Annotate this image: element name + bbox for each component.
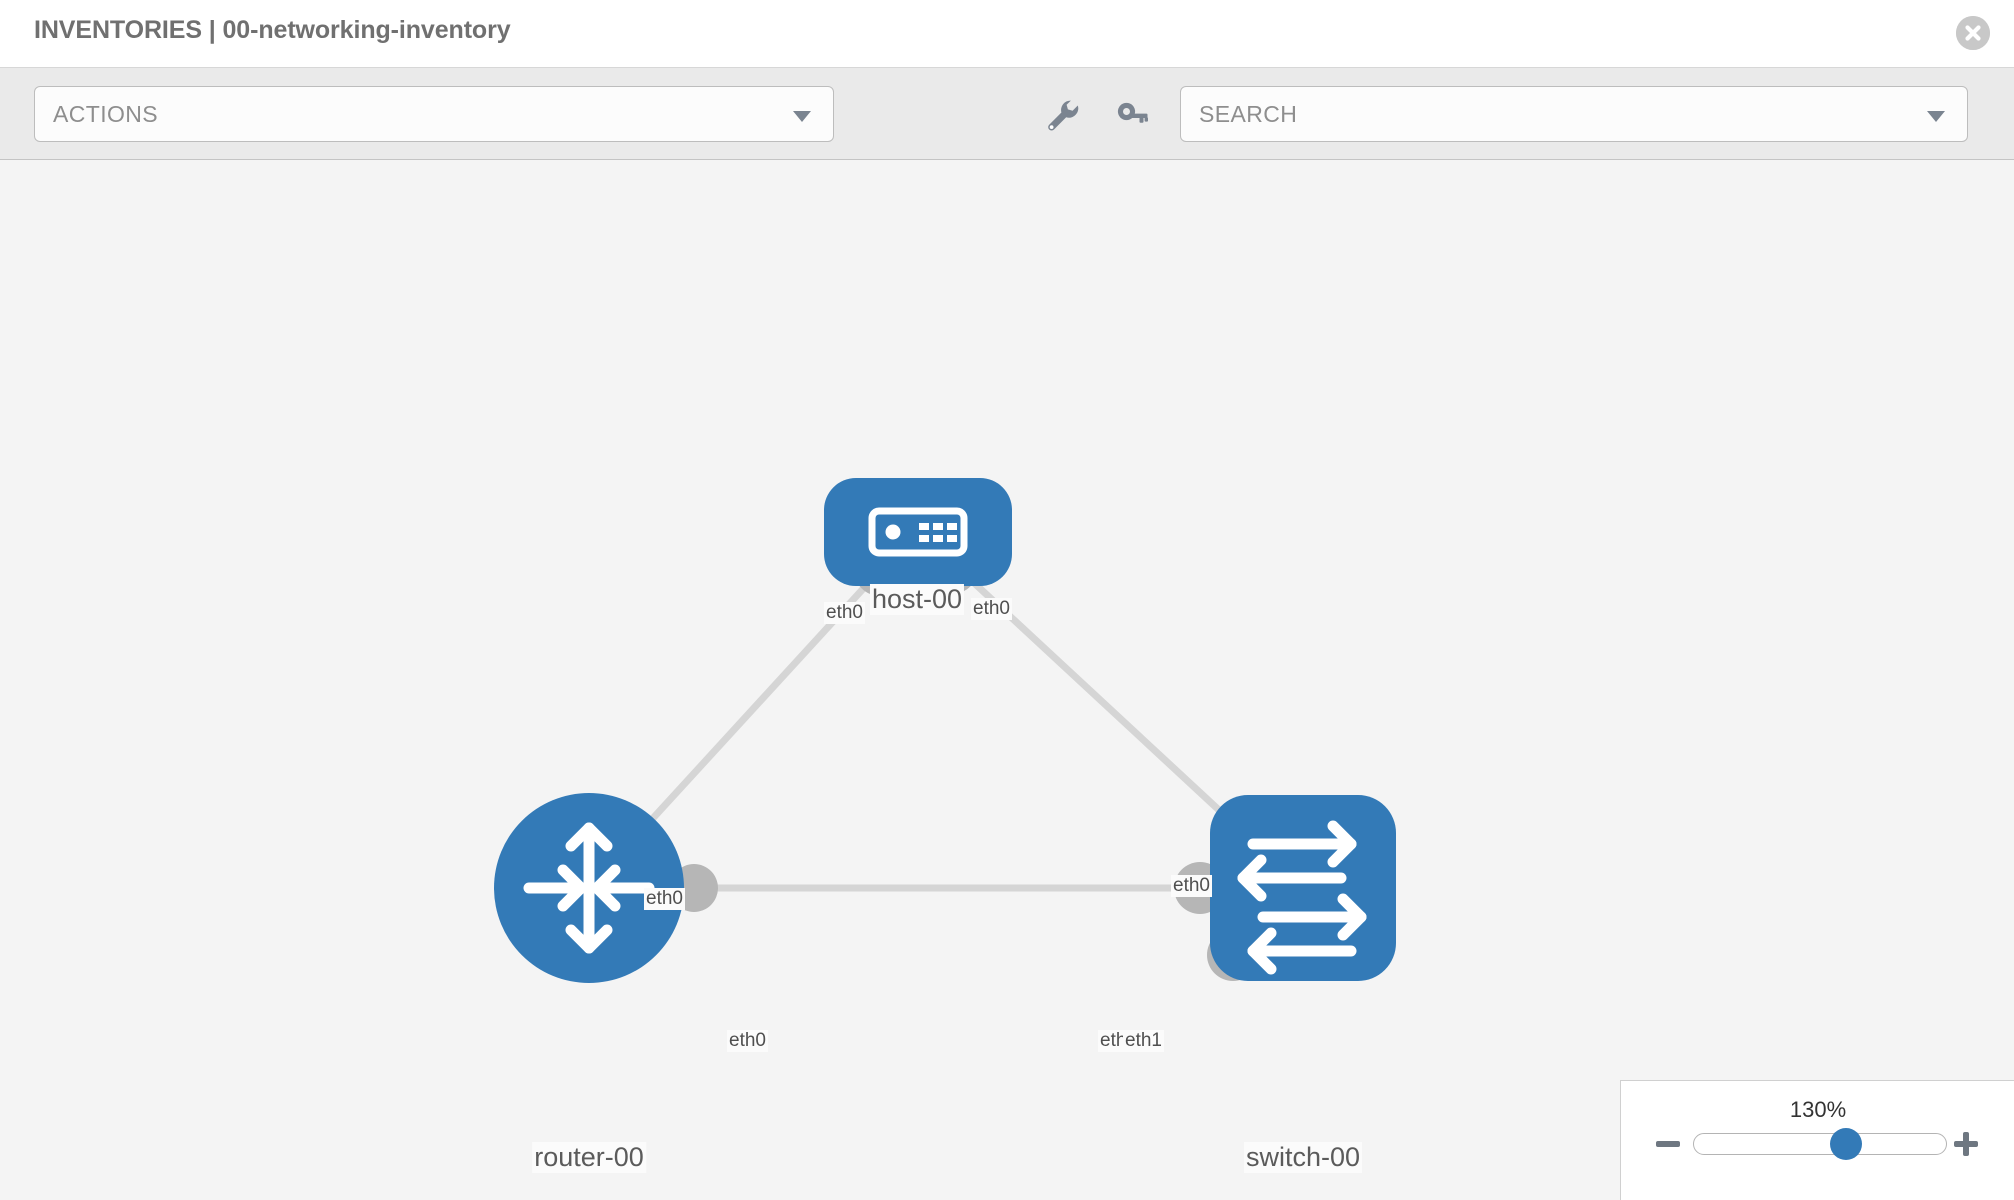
toolbar: ACTIONS SEARC [0, 68, 2014, 160]
topology-canvas[interactable]: eth0 eth0 eth0 eth0 eth0 eth eth1 host-0… [0, 160, 2014, 1200]
router-icon [523, 822, 655, 954]
page-header: INVENTORIES | 00-networking-inventory [0, 0, 2014, 68]
actions-dropdown[interactable]: ACTIONS [34, 86, 834, 142]
chevron-down-icon[interactable] [1927, 111, 1945, 122]
zoom-control-panel: 130% [1620, 1080, 2014, 1200]
node-label-router-00: router-00 [532, 1142, 646, 1173]
node-router-00[interactable] [494, 793, 684, 983]
node-switch-00[interactable] [1210, 795, 1396, 981]
minus-icon[interactable] [1653, 1129, 1683, 1159]
wrench-icon[interactable] [1043, 96, 1081, 134]
key-icon[interactable] [1113, 96, 1151, 134]
chevron-down-icon [793, 111, 811, 122]
plus-icon[interactable] [1951, 1129, 1981, 1159]
page-title: INVENTORIES | 00-networking-inventory [34, 16, 511, 44]
node-host-00[interactable] [824, 478, 1012, 586]
search-placeholder: SEARCH [1199, 101, 1298, 127]
topology-graph [494, 478, 1396, 983]
close-icon[interactable] [1956, 16, 1990, 50]
node-label-host-00: host-00 [869, 584, 965, 615]
interface-label: eth [1098, 1030, 1129, 1052]
interface-label: eth0 [727, 1030, 768, 1052]
interface-label: eth0 [824, 602, 865, 624]
server-icon [868, 507, 968, 557]
interface-label: eth1 [1123, 1030, 1164, 1052]
interface-label: eth0 [1171, 875, 1212, 897]
switch-icon [1237, 820, 1367, 975]
interface-label: eth0 [644, 888, 685, 910]
zoom-level-value: 130% [1789, 1097, 1847, 1122]
zoom-slider[interactable] [1693, 1128, 1947, 1160]
search-input[interactable]: SEARCH [1180, 86, 1968, 142]
zoom-slider-thumb[interactable] [1830, 1128, 1862, 1160]
interface-label: eth0 [971, 598, 1012, 620]
node-label-switch-00: switch-00 [1243, 1142, 1363, 1173]
actions-dropdown-label: ACTIONS [53, 101, 159, 127]
